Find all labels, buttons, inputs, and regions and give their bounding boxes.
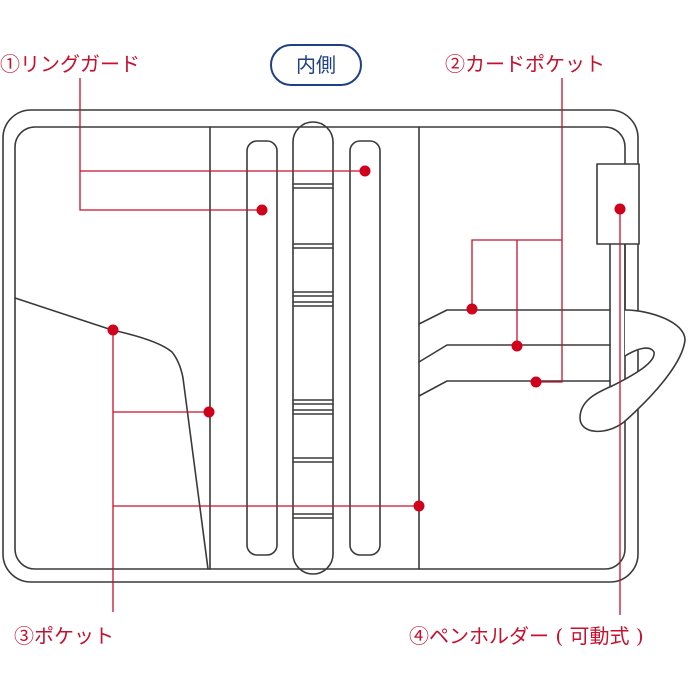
dot-pocket-right [413,500,425,512]
left-pocket-outline [14,297,209,570]
callout-line-card-pocket [536,78,563,383]
card-pocket-bottom [418,380,611,397]
dot-pen-holder [614,203,626,215]
label-pocket: ③ポケット [14,624,114,648]
inner-panel [14,126,626,570]
label-pen-holder: ④ペンホルダー ( 可動式 ) [409,624,644,648]
dot-ring-guard-left [256,204,268,216]
dot-pocket-left [107,324,119,336]
card-pocket-middle [418,344,611,363]
ring-segments [292,183,334,519]
ring-guard-right [349,140,381,556]
ring-guard-left [246,140,278,556]
dot-card-pocket-top [466,303,478,315]
callout-dots [107,165,626,512]
title-badge: 内側 [270,44,362,86]
callout-line-card-pocket-branch [471,239,562,308]
card-pocket-top [418,309,611,325]
dot-pocket-inner [203,406,215,418]
outer-cover [2,109,639,583]
ring-spine [292,121,334,575]
label-card-pocket: ②カードポケット [445,52,605,76]
label-ring-guard: ①リングガード [0,52,140,76]
pen-holder-loop [579,309,686,433]
callout-lines [79,78,621,615]
callout-line-ring-guard [79,78,262,211]
dot-card-pocket-middle [511,340,523,352]
binder-outline [2,109,686,583]
dot-card-pocket-bottom [530,376,542,388]
dot-ring-guard-right [359,165,371,177]
